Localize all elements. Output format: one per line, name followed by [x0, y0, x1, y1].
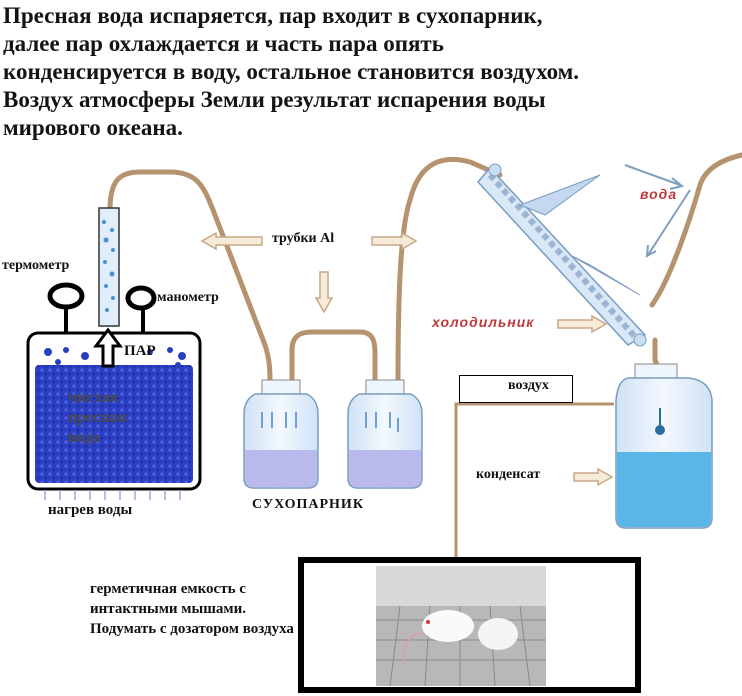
cooler-arrow-icon [557, 314, 608, 334]
tank-water-label: чистая пресная вода [68, 389, 127, 446]
connecting-tubes [107, 152, 742, 385]
thermometer-gauge [47, 282, 85, 333]
container-note: герметичная емкость с интактными мышами.… [90, 581, 294, 637]
header-line-4: Воздух атмосферы Земли результат испарен… [3, 87, 546, 112]
dryer-flask-left [243, 379, 319, 489]
tubes-label: трубки Al [272, 231, 335, 246]
steam-label: ПАР [124, 343, 156, 359]
header-line-2: далее пар охлаждается и часть пара опять [3, 31, 444, 56]
condensate-arrow-icon [573, 467, 614, 487]
air-label: воздух [508, 378, 549, 393]
riser-column [98, 207, 120, 327]
condenser [476, 163, 647, 347]
boiler-tank [26, 331, 202, 500]
water-flow-arrows [624, 164, 691, 258]
water-label: вода [640, 186, 678, 202]
mice-photo [376, 566, 546, 687]
heating-label: нагрев воды [48, 502, 133, 518]
air-label-box [459, 375, 573, 403]
header-line-1: Пресная вода испаряется, пар входит в су… [3, 3, 543, 28]
cooler-label: холодильник [432, 314, 535, 330]
manometer-label: манометр [157, 290, 219, 305]
header-line-3: конденсируется в воду, остальное станови… [3, 59, 580, 84]
tube-arrows [200, 231, 418, 314]
condensate-label: конденсат [476, 467, 541, 482]
steam-arrow-icon [93, 327, 123, 368]
condensate-flask [615, 363, 713, 529]
dryer-flask-right [347, 379, 423, 489]
dryer-label: СУХОПАРНИК [252, 497, 364, 512]
manometer-gauge [125, 285, 157, 333]
header-text: Пресная вода испаряется, пар входит в су… [3, 2, 739, 142]
header-line-5: мирового океана. [3, 115, 183, 140]
air-line [454, 402, 614, 560]
thermometer-label: термометр [2, 258, 70, 273]
